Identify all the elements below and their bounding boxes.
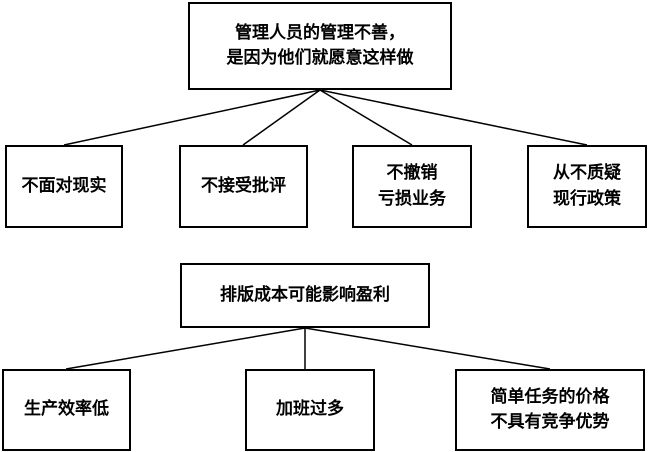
connector-line-1b	[242, 89, 321, 146]
connector-line-1d	[319, 89, 588, 146]
diagram1-child-4-line-2: 现行政策	[553, 188, 621, 209]
connector-line-1a	[63, 89, 321, 146]
diagram2-root-line-1: 排版成本可能影响盈利	[220, 284, 390, 305]
diagram1-root-line-1: 管理人员的管理不善，	[235, 22, 405, 43]
diagram1-child-4-line-1: 从不质疑	[553, 163, 621, 183]
diagram2-child-box-3: 简单任务的价格 不具有竞争优势	[455, 369, 645, 451]
connector-line-1c	[319, 89, 413, 146]
diagram2-child-3-line-1: 简单任务的价格	[490, 386, 610, 407]
diagram2-child-box-1: 生产效率低	[2, 369, 131, 451]
diagram1-root-line-2: 是因为他们就愿意这样做	[226, 48, 414, 68]
diagram2-child-box-2: 加班过多	[245, 369, 375, 451]
diagram2-child-1-line-1: 生产效率低	[24, 399, 109, 420]
diagram1-child-box-4: 从不质疑 现行政策	[527, 145, 647, 228]
connector-line-2a	[65, 327, 306, 370]
diagram2-root-box: 排版成本可能影响盈利	[180, 263, 430, 328]
diagram1-root-box: 管理人员的管理不善， 是因为他们就愿意这样做	[188, 2, 452, 90]
diagram2-child-2-line-1: 加班过多	[276, 399, 344, 420]
diagram1-child-3-line-1: 不撤销	[386, 163, 438, 183]
diagram1-child-box-1: 不面对现实	[5, 145, 123, 228]
diagram1-child-3-line-2: 亏损业务	[378, 188, 446, 209]
diagram1-child-box-2: 不接受批评	[179, 145, 308, 228]
connector-line-2c	[304, 327, 551, 370]
diagram1-child-2-line-1: 不接受批评	[201, 175, 286, 196]
diagram1-child-box-3: 不撤销 亏损业务	[352, 145, 472, 228]
diagram1-child-1-line-1: 不面对现实	[21, 175, 107, 196]
diagram2-child-3-line-2: 不具有竞争优势	[490, 412, 610, 432]
